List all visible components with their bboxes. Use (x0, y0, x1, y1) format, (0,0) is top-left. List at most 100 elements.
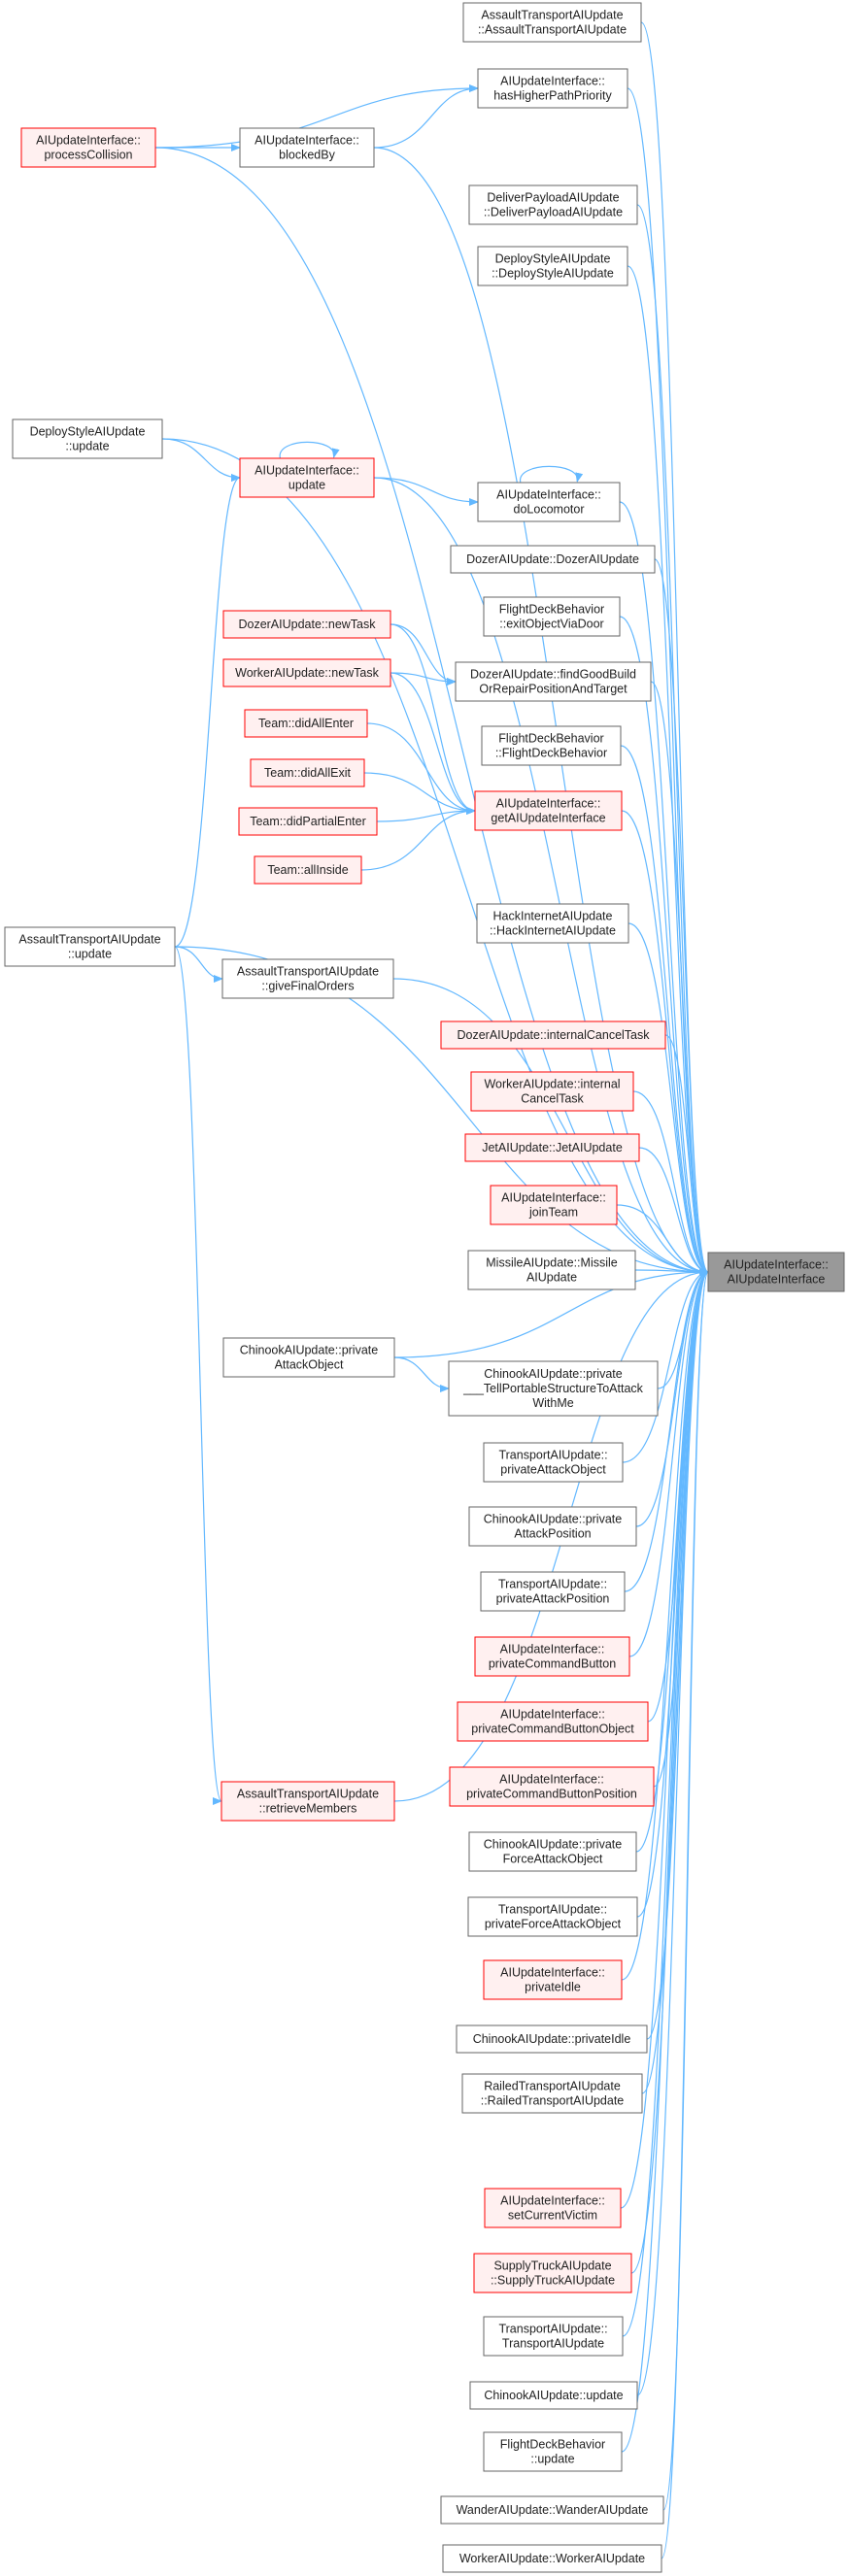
node-setCurrentVictim[interactable]: AIUpdateInterface::setCurrentVictim (484, 2188, 622, 2228)
edge-aiui_update-to-aiui_update (279, 441, 340, 459)
node-target[interactable]: AIUpdateInterface::AIUpdateInterface (707, 1252, 845, 1292)
node-label-aiui_update-line-0: AIUpdateInterface:: (254, 464, 359, 478)
node-processCollision[interactable]: AIUpdateInterface::processCollision (20, 127, 156, 168)
node-box-chinook_privateAttackPosition (468, 1506, 637, 1547)
nodes-layer: AIUpdateInterface::AIUpdateInterfaceAssa… (4, 2, 845, 2573)
node-team_allInside[interactable]: Team::allInside (254, 855, 362, 885)
node-box-doLocomotor (477, 482, 621, 522)
node-box-wander_ctor (440, 2495, 664, 2525)
node-label-hack_ctor-line-0: HackInternetAIUpdate (493, 910, 613, 923)
node-box-supplyTruck_ctor (473, 2253, 632, 2293)
node-dozer_ctor[interactable]: DozerAIUpdate::DozerAIUpdate (450, 545, 656, 574)
node-label-deployStyle_ctor-line-0: DeployStyleAIUpdate (495, 252, 611, 266)
node-findGoodBuild[interactable]: DozerAIUpdate::findGoodBuildOrRepairPosi… (455, 661, 652, 702)
node-privateCommandButton[interactable]: AIUpdateInterface::privateCommandButton (474, 1636, 630, 1677)
edge-joinTeam-to-target (616, 1204, 709, 1276)
node-blockedBy[interactable]: AIUpdateInterface::blockedBy (239, 127, 375, 168)
node-deployStyle_update[interactable]: DeployStyleAIUpdate::update (12, 418, 163, 459)
node-label-doLocomotor-line-1: doLocomotor (514, 503, 585, 517)
node-privateIdle[interactable]: AIUpdateInterface::privateIdle (483, 1959, 623, 2000)
node-label-privateIdle-line-1: privateIdle (525, 1981, 581, 1994)
node-transport_privateAttackObject[interactable]: TransportAIUpdate::privateAttackObject (483, 1442, 624, 1483)
node-jet_ctor[interactable]: JetAIUpdate::JetAIUpdate (464, 1133, 640, 1162)
node-railed_ctor[interactable]: RailedTransportAIUpdate::RailedTransport… (461, 2073, 643, 2114)
node-hasHigherPathPriority[interactable]: AIUpdateInterface::hasHigherPathPriority (477, 68, 628, 109)
node-label-processCollision-line-1: processCollision (44, 149, 132, 162)
node-chinook_tellPortable[interactable]: ChinookAIUpdate::private___TellPortableS… (448, 1360, 659, 1417)
node-hack_ctor[interactable]: HackInternetAIUpdate::HackInternetAIUpda… (476, 903, 629, 944)
node-label-privateCommandButton-line-1: privateCommandButton (489, 1657, 616, 1671)
node-label-privateCommandButtonPosition-line-1: privateCommandButtonPosition (466, 1788, 637, 1801)
node-privateCommandButtonPosition[interactable]: AIUpdateInterface::privateCommandButtonP… (449, 1766, 655, 1807)
node-dozer_newTask[interactable]: DozerAIUpdate::newTask (222, 610, 391, 639)
node-getAIUpdateInterface[interactable]: AIUpdateInterface::getAIUpdateInterface (474, 790, 623, 831)
node-team_didAllEnter[interactable]: Team::didAllEnter (244, 709, 368, 738)
node-transport_ctor[interactable]: TransportAIUpdate::TransportAIUpdate (483, 2316, 624, 2357)
node-label-getAIUpdateInterface-line-1: getAIUpdateInterface (491, 812, 605, 825)
node-box-worker_newTask (222, 658, 391, 687)
node-label-atu_ctor-line-0: AssaultTransportAIUpdate (481, 9, 623, 22)
node-label-fdb_update-line-0: FlightDeckBehavior (500, 2438, 605, 2452)
node-missile_ctor[interactable]: MissileAIUpdate::MissileAIUpdate (467, 1250, 636, 1290)
node-fdb_update[interactable]: FlightDeckBehavior::update (483, 2431, 623, 2472)
node-deployStyle_ctor[interactable]: DeployStyleAIUpdate::DeployStyleAIUpdate (477, 246, 628, 286)
node-label-aiui_update-line-1: update (288, 479, 325, 492)
node-box-blockedBy (239, 127, 375, 168)
node-box-team_didPartialEnter (238, 807, 378, 836)
node-worker_ctor[interactable]: WorkerAIUpdate::WorkerAIUpdate (442, 2544, 662, 2573)
node-privateCommandButtonObject[interactable]: AIUpdateInterface::privateCommandButtonO… (457, 1701, 649, 1742)
node-label-chinook_tellPortable-line-2: WithMe (532, 1396, 573, 1410)
edge-findGoodBuild-to-target (650, 681, 709, 1276)
node-label-transport_privateAttackPosition-line-1: privateAttackPosition (496, 1592, 610, 1606)
node-chinook_privateIdle[interactable]: ChinookAIUpdate::privateIdle (456, 2024, 648, 2054)
node-box-missile_ctor (467, 1250, 636, 1290)
node-label-transport_ctor-line-0: TransportAIUpdate:: (498, 2323, 607, 2336)
node-box-privateCommandButtonPosition (449, 1766, 655, 1807)
node-atu_update[interactable]: AssaultTransportAIUpdate::update (4, 926, 176, 967)
node-transport_privateForceAttackObject[interactable]: TransportAIUpdate::privateForceAttackObj… (467, 1896, 638, 1937)
node-label-missile_ctor-line-1: AIUpdate (526, 1271, 577, 1285)
node-aiui_update[interactable]: AIUpdateInterface::update (239, 457, 375, 498)
node-box-dozer_newTask (222, 610, 391, 639)
node-box-team_allInside (254, 855, 362, 885)
edge-atu_giveFinalOrders-to-target (392, 978, 709, 1276)
node-atu_giveFinalOrders[interactable]: AssaultTransportAIUpdate::giveFinalOrder… (221, 958, 394, 999)
node-doLocomotor[interactable]: AIUpdateInterface::doLocomotor (477, 482, 621, 522)
node-label-worker_internalCancelTask-line-1: CancelTask (521, 1092, 584, 1106)
node-box-atu_ctor (462, 2, 642, 43)
node-team_didAllExit[interactable]: Team::didAllExit (250, 758, 365, 787)
node-chinook_privateForceAttackObject[interactable]: ChinookAIUpdate::privateForceAttackObjec… (468, 1831, 637, 1872)
node-label-findGoodBuild-line-1: OrRepairPositionAndTarget (479, 683, 628, 696)
node-fdb_exitObjectViaDoor[interactable]: FlightDeckBehavior::exitObjectViaDoor (483, 596, 621, 637)
node-deliverPayload_ctor[interactable]: DeliverPayloadAIUpdate::DeliverPayloadAI… (468, 184, 638, 225)
edge-team_didPartialEnter-to-getAIUpdateInterface (376, 807, 476, 822)
node-supplyTruck_ctor[interactable]: SupplyTruckAIUpdate::SupplyTruckAIUpdate (473, 2253, 632, 2293)
node-label-worker_ctor-line-0: WorkerAIUpdate::WorkerAIUpdate (459, 2552, 645, 2565)
node-atu_ctor[interactable]: AssaultTransportAIUpdate::AssaultTranspo… (462, 2, 642, 43)
node-box-fdb_exitObjectViaDoor (483, 596, 621, 637)
node-chinook_privateAttackObject[interactable]: ChinookAIUpdate::privateAttackObject (222, 1337, 395, 1378)
node-label-transport_privateAttackObject-line-1: privateAttackObject (500, 1463, 606, 1477)
node-chinook_privateAttackPosition[interactable]: ChinookAIUpdate::privateAttackPosition (468, 1506, 637, 1547)
node-label-setCurrentVictim-line-1: setCurrentVictim (508, 2209, 597, 2223)
node-label-supplyTruck_ctor-line-1: ::SupplyTruckAIUpdate (491, 2274, 615, 2288)
node-dozer_internalCancelTask[interactable]: DozerAIUpdate::internalCancelTask (440, 1020, 666, 1050)
node-worker_internalCancelTask[interactable]: WorkerAIUpdate::internalCancelTask (470, 1071, 634, 1112)
node-transport_privateAttackPosition[interactable]: TransportAIUpdate::privateAttackPosition (480, 1571, 626, 1612)
node-atu_retrieveMembers[interactable]: AssaultTransportAIUpdate::retrieveMember… (220, 1781, 395, 1822)
node-label-transport_privateForceAttackObject-line-0: TransportAIUpdate:: (498, 1903, 607, 1917)
edge-worker_newTask-to-findGoodBuild (390, 672, 457, 686)
node-fdb_ctor[interactable]: FlightDeckBehavior::FlightDeckBehavior (481, 725, 622, 766)
node-worker_newTask[interactable]: WorkerAIUpdate::newTask (222, 658, 391, 687)
node-label-target-line-0: AIUpdateInterface:: (724, 1258, 829, 1272)
node-label-jet_ctor-line-0: JetAIUpdate::JetAIUpdate (482, 1141, 623, 1154)
node-box-dozer_ctor (450, 545, 656, 574)
node-box-deployStyle_ctor (477, 246, 628, 286)
node-joinTeam[interactable]: AIUpdateInterface::joinTeam (490, 1185, 618, 1225)
edge-atu_update-to-aiui_update (174, 474, 241, 948)
node-wander_ctor[interactable]: WanderAIUpdate::WanderAIUpdate (440, 2495, 664, 2525)
node-team_didPartialEnter[interactable]: Team::didPartialEnter (238, 807, 378, 836)
node-chinook_update[interactable]: ChinookAIUpdate::update (469, 2381, 638, 2410)
node-label-blockedBy-line-0: AIUpdateInterface:: (254, 134, 359, 148)
edge-aiui_update-to-doLocomotor (373, 477, 479, 506)
